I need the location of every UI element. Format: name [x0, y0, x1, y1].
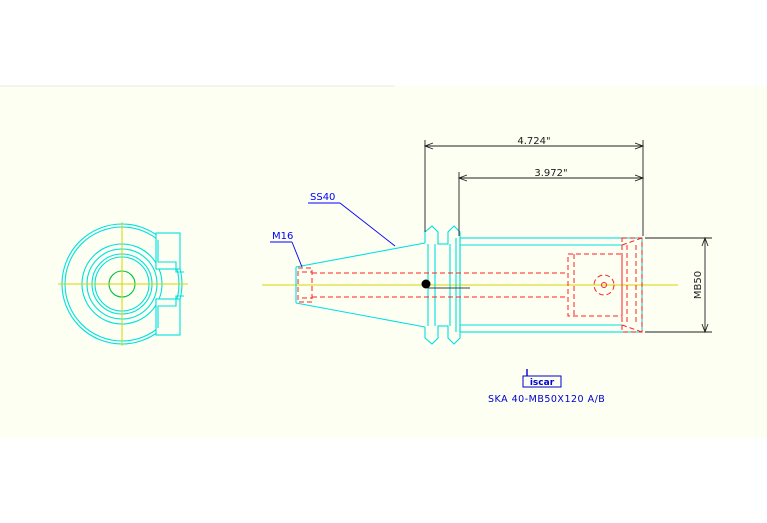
holder-outline	[295, 225, 643, 345]
drawing-area	[0, 86, 767, 438]
hidden-features	[297, 237, 643, 333]
rear-center-mark	[601, 282, 607, 288]
end-view-centerlines	[58, 222, 188, 346]
taper-label: SS40	[310, 192, 335, 203]
thread-label: M16	[272, 231, 293, 242]
inner-length-dimension: 3.972"	[534, 168, 567, 179]
orientation-notch	[421, 279, 431, 289]
dimension-lines	[423, 140, 712, 334]
overall-length-dimension: 4.724"	[517, 136, 550, 147]
part-number: SKA 40-MB50X120 A/B	[488, 394, 605, 405]
brand-logo-text: iscar	[530, 378, 555, 388]
body-diameter-label: MB50	[693, 271, 704, 299]
brand-logo: iscar	[522, 369, 562, 388]
leader-lines	[270, 202, 396, 268]
